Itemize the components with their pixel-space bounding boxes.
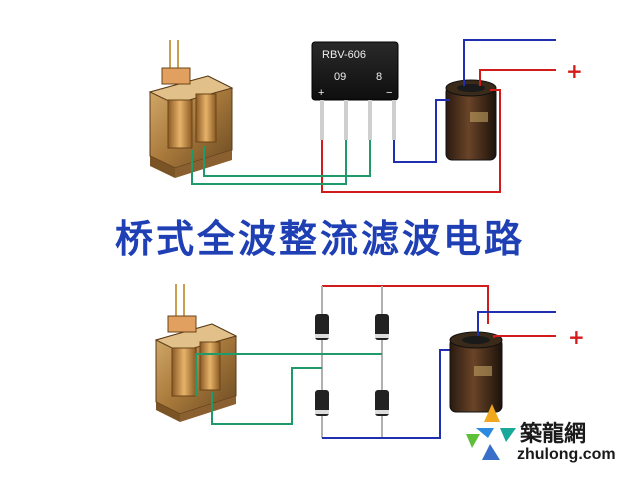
diode-icon (375, 390, 389, 416)
bottom-circuit: + (154, 284, 585, 439)
watermark-url: zhulong.com (517, 446, 616, 463)
diode-icon (315, 390, 329, 416)
chip-minus-mark: − (386, 87, 392, 99)
bottom-wires (477, 311, 556, 338)
output-plus-top: + (566, 59, 583, 83)
diode-icon (375, 314, 389, 340)
chip-plus-mark: + (318, 87, 324, 99)
diode-icon (315, 314, 329, 340)
chip-code-left: 09 (334, 71, 346, 83)
top-circuit: RBV-606 09 8 + − (148, 39, 583, 193)
top-wires (191, 39, 556, 193)
page-title: 桥式全波整流滤波电路 (114, 217, 525, 261)
chip-model-label: RBV-606 (322, 49, 366, 61)
bridge-rectifier-icon: RBV-606 09 8 + − (311, 41, 399, 140)
diode-bridge (195, 285, 489, 439)
electrolytic-capacitor-icon (445, 79, 497, 161)
zhulong-logo-icon (466, 404, 516, 460)
electrolytic-capacitor-icon (449, 331, 503, 413)
watermark-name: 築龍網 (520, 422, 587, 447)
chip-code-right: 8 (376, 71, 382, 83)
output-plus-bottom: + (568, 325, 585, 349)
